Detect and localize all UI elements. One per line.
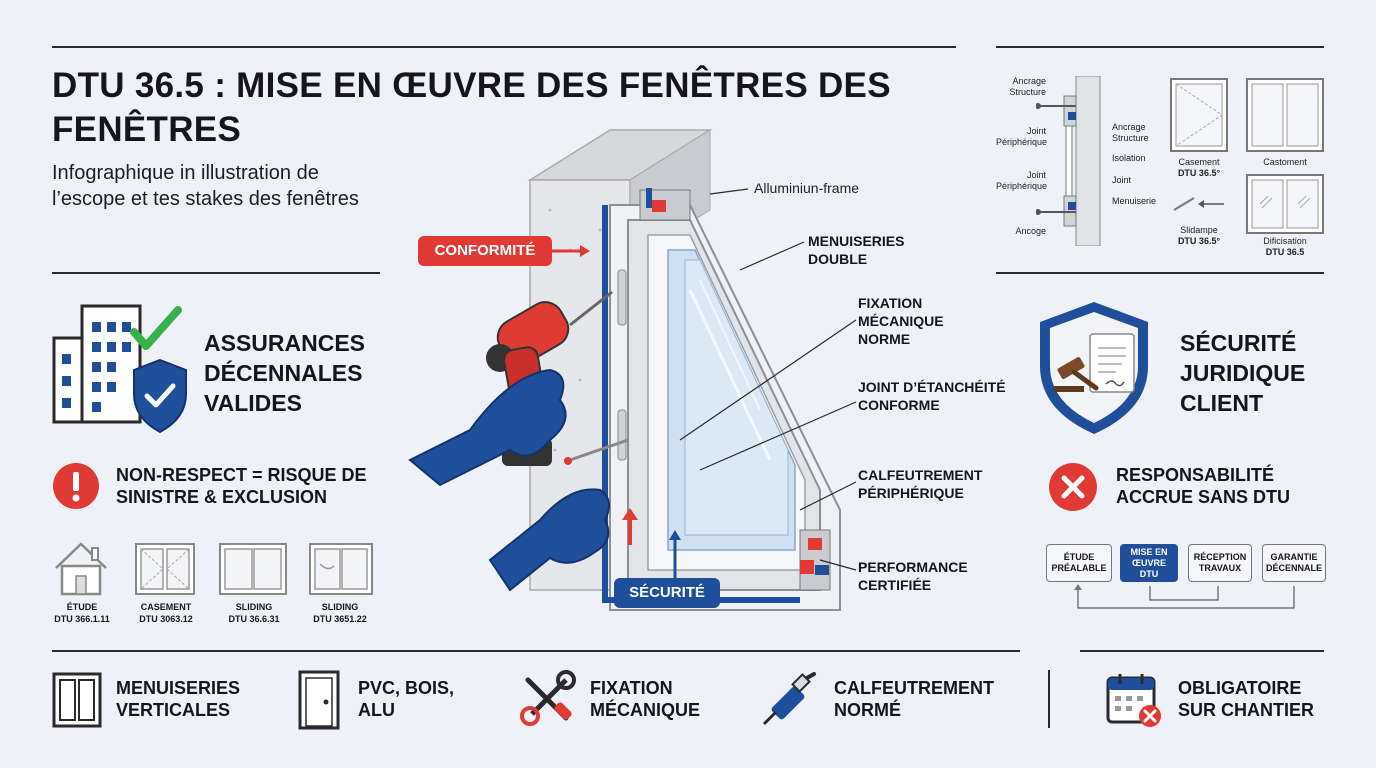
section-label: Menuiserie <box>1112 196 1157 206</box>
thumbnail-code: DTU 36.5° <box>1177 168 1221 178</box>
thumbnail-code: DTU 36.5° <box>1177 236 1221 246</box>
flow-connectors <box>1074 584 1295 609</box>
thumbnail-code: DTU 36.5 <box>1265 247 1305 257</box>
window-installation-illustration <box>400 120 860 620</box>
footer-label: OBLIGATOIRE SUR CHANTIER <box>1178 678 1315 720</box>
window-icon <box>52 672 102 728</box>
window-type-name: CASEMENT <box>140 602 192 612</box>
building-shield-icon <box>52 302 192 436</box>
right-divider <box>996 272 1324 274</box>
caulk-gun-icon <box>760 672 820 728</box>
footer-separator <box>1048 670 1050 728</box>
flow-step-reception: RÉCEPTION TRAVAUX <box>1188 544 1252 582</box>
window-type-name: SLIDING <box>321 602 359 612</box>
conformite-pill: CONFORMITÉ <box>418 236 552 266</box>
sliding-thumbnail-icon <box>1246 174 1324 234</box>
section-label: Joint Périphérique <box>996 170 1048 191</box>
callout-performance: PERFORMANCE CERTIFIÉE <box>858 559 968 593</box>
flow-step-mise-en-oeuvre: MISE EN ŒUVRE DTU <box>1120 544 1178 582</box>
callout-fixation: FIXATION MÉCANIQUE NORME <box>858 295 944 347</box>
calendar-icon <box>1106 672 1162 728</box>
callout-leader-lines <box>679 188 857 571</box>
top-rule-left <box>52 46 956 48</box>
casement-thumbnail-icon <box>1170 78 1228 152</box>
slide-arrow-icon <box>1170 192 1228 216</box>
warning-label: NON-RESPECT = RISQUE DE SINISTRE & EXCLU… <box>116 465 367 507</box>
window-type-name: SLIDING <box>235 602 273 612</box>
footer-label: FIXATION MÉCANIQUE <box>590 678 701 720</box>
top-rule-right <box>996 46 1324 48</box>
window-type-name: ÉTUDE <box>66 602 98 612</box>
footer-label: PVC, BOIS, ALU <box>358 678 455 720</box>
section-label: Joint <box>1112 175 1132 185</box>
window-type-code: DTU 36.6.31 <box>228 614 280 624</box>
responsibility-label: RESPONSABILITÉ ACCRUE SANS DTU <box>1116 465 1291 507</box>
page-title: DTU 36.5 : MISE EN ŒUVRE DES FENÊTRES DE… <box>52 66 891 149</box>
casement-window-icon <box>134 542 196 596</box>
door-icon <box>298 670 340 730</box>
section-label: Ancoge <box>1015 226 1046 236</box>
thumbnail-name: Dificisation <box>1263 236 1307 246</box>
legal-label: SÉCURITÉ JURIDIQUE CLIENT <box>1180 330 1306 416</box>
footer-label: MENUISERIES VERTICALES <box>116 678 241 720</box>
left-divider <box>52 272 380 274</box>
flow-step-etude: ÉTUDE PRÉALABLE <box>1046 544 1112 582</box>
callout-joint: JOINT D’ÉTANCHÉITÉ CONFORME <box>858 379 1006 413</box>
section-label: Ancrage Structure <box>1009 76 1046 97</box>
error-x-icon <box>1048 462 1098 512</box>
callout-menuiseries: MENUISERIES DOUBLE <box>808 233 905 267</box>
insurance-label: ASSURANCES DÉCENNALES VALIDES <box>204 330 366 416</box>
page-subtitle: Infographique in illustration de l’escop… <box>52 162 359 210</box>
thumbnail-name: Castoment <box>1263 157 1307 167</box>
wall-section-diagram <box>1036 76 1102 246</box>
flow-step-garantie: GARANTIE DÉCENNALE <box>1262 544 1326 582</box>
frame-note: Alluminiun-frame <box>754 180 860 196</box>
tools-icon <box>518 670 576 728</box>
window-type-code: DTU 366.1.11 <box>54 614 110 624</box>
section-label: Ancrage Structure <box>1112 122 1149 143</box>
legal-shield-icon <box>1036 300 1152 436</box>
double-casement-thumbnail-icon <box>1246 78 1324 152</box>
bottom-rule-right <box>1080 650 1324 652</box>
section-label: Joint Périphérique <box>996 126 1048 147</box>
thumbnail-name: Casement <box>1178 157 1220 167</box>
sliding-window-open-icon <box>308 542 374 596</box>
window-type-code: DTU 3063.12 <box>139 614 193 624</box>
bottom-rule-left <box>52 650 1020 652</box>
securite-pill: SÉCURITÉ <box>614 578 720 608</box>
sliding-window-icon <box>218 542 288 596</box>
thumbnail-name: Slidampe <box>1180 225 1218 235</box>
callout-calfeutrement: CALFEUTREMENT PÉRIPHÉRIQUE <box>858 467 983 501</box>
window-type-code: DTU 3651.22 <box>313 614 367 624</box>
exclamation-icon <box>52 462 100 510</box>
section-label: Isolation <box>1112 153 1146 163</box>
arrow-right-icon <box>552 244 592 258</box>
footer-label: CALFEUTREMENT NORMÉ <box>834 678 994 720</box>
house-icon <box>52 540 110 596</box>
